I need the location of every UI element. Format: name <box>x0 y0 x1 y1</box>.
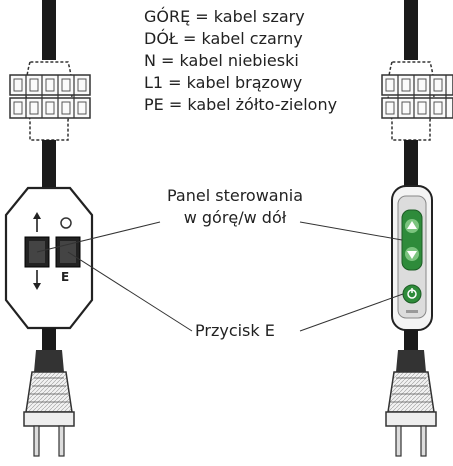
right-top-cable <box>404 0 418 60</box>
right-e-button[interactable] <box>402 284 422 304</box>
callout-control-panel: Panel sterowania w górę/w dół <box>150 185 320 229</box>
right-plug <box>385 350 437 457</box>
arrow-down-icon <box>33 270 41 290</box>
right-bottom-cable <box>404 330 418 350</box>
callout-e-button: Przycisk E <box>195 321 275 340</box>
left-device <box>4 0 94 457</box>
callout-panel-line2: w górę/w dół <box>183 208 287 227</box>
right-connector-block <box>381 61 453 141</box>
arrow-up-icon <box>33 212 41 232</box>
left-plug <box>23 350 75 457</box>
left-connector-block <box>9 61 91 141</box>
legend-line-pe: PE = kabel żółto-zielony <box>144 95 338 114</box>
legend-line-up: GÓRĘ = kabel szary <box>144 7 305 26</box>
leader-panel-right <box>299 221 403 241</box>
leader-lines <box>36 221 404 332</box>
leader-e-right <box>299 293 404 332</box>
left-top-cable <box>42 0 56 60</box>
leader-panel-left <box>36 221 161 253</box>
callout-panel-line1: Panel sterowania <box>167 186 303 205</box>
left-mid-cable <box>42 140 56 188</box>
legend-line-n: N = kabel niebieski <box>144 51 299 70</box>
left-indicator-dot <box>60 217 72 229</box>
cable-legend: GÓRĘ = kabel szary DÓŁ = kabel czarny N … <box>144 6 384 116</box>
leader-e-left <box>67 251 193 332</box>
right-device <box>381 0 453 457</box>
left-bottom-cable <box>42 328 56 350</box>
right-mid-cable <box>404 140 418 188</box>
legend-line-l1: L1 = kabel brązowy <box>144 73 303 92</box>
legend-line-down: DÓŁ = kabel czarny <box>144 29 303 48</box>
left-e-label: E <box>61 270 70 284</box>
